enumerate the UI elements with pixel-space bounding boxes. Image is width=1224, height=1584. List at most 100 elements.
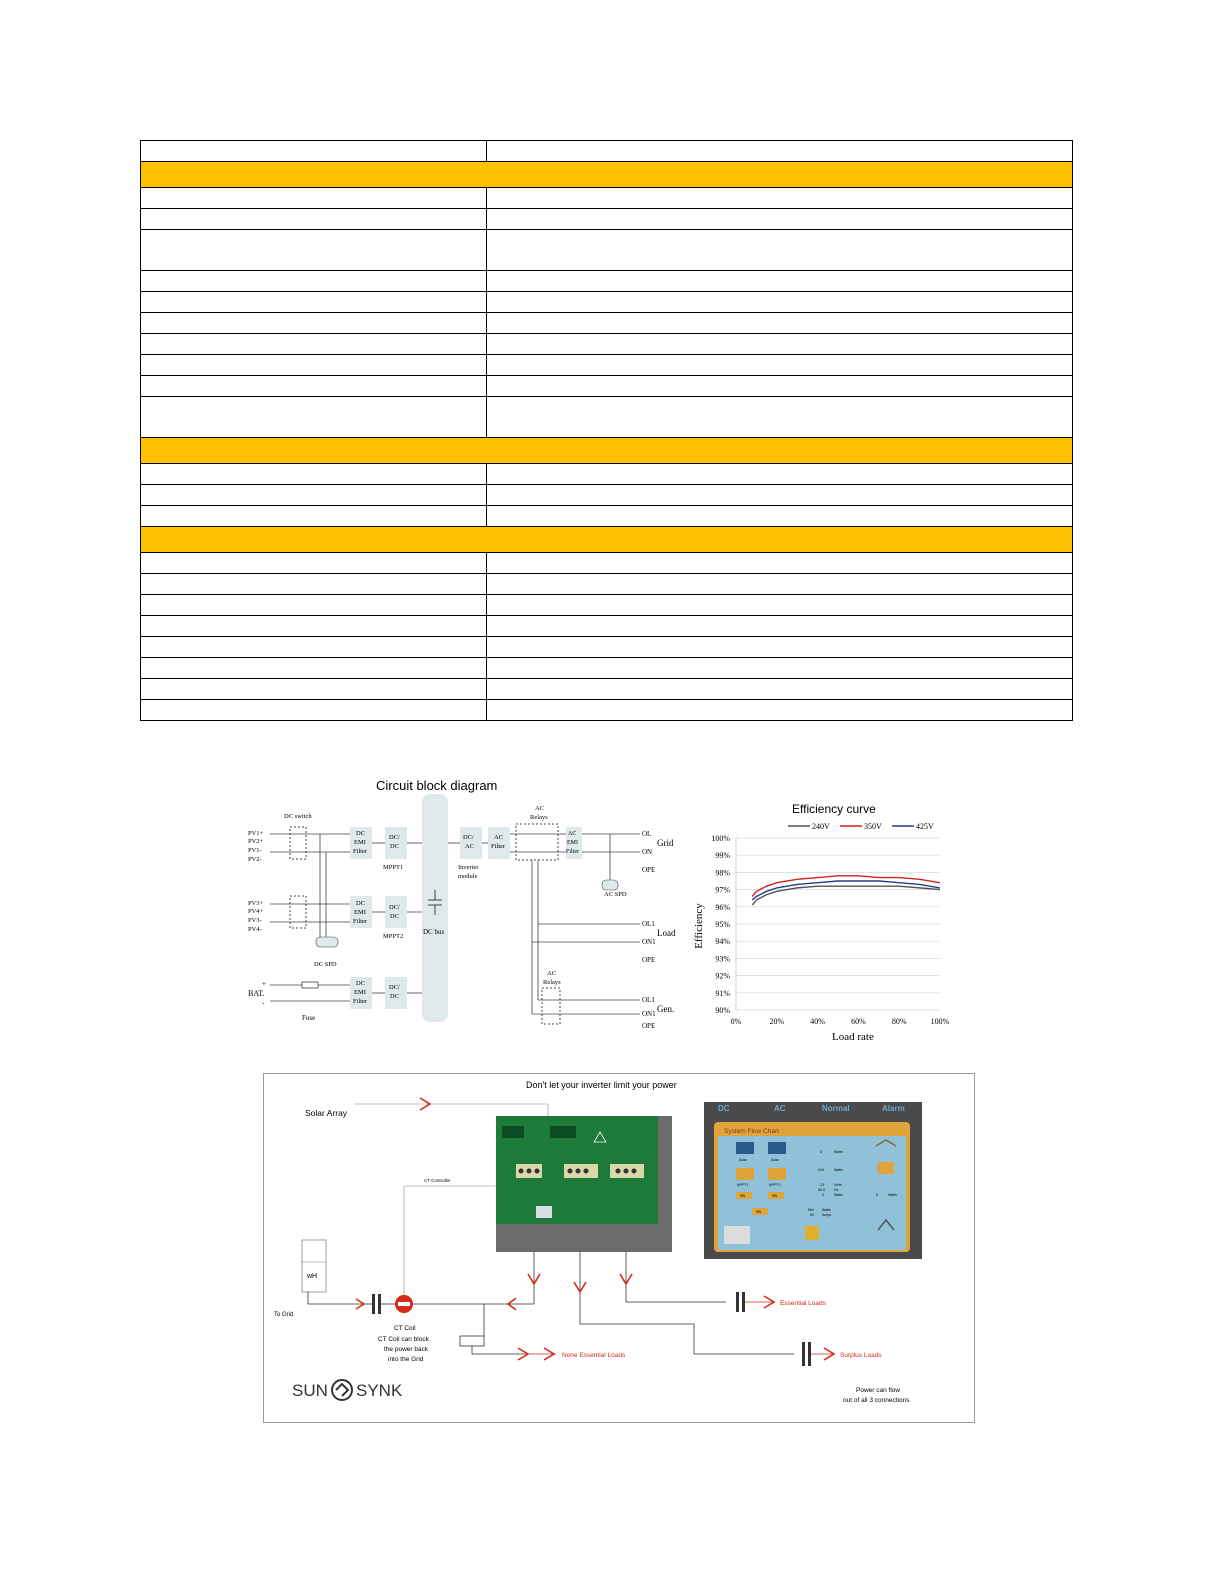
legend-label: 425V	[916, 822, 934, 831]
non-essential-switch	[459, 1335, 485, 1347]
dcdc-3a: DC/	[389, 984, 400, 991]
spec-row	[140, 354, 1073, 376]
output-arrow-2	[506, 1297, 517, 1311]
spec-row	[140, 573, 1073, 595]
bat-label: BAT.	[248, 989, 265, 998]
output-arrow-1	[527, 1273, 541, 1286]
series-line-240V	[751, 885, 941, 906]
load-ope: OPE	[642, 956, 655, 964]
wh-label: wH	[306, 1273, 317, 1280]
screen-mppt1: MPPT1	[737, 1183, 749, 1187]
spec-value-cell	[486, 375, 1073, 397]
section-cell	[140, 437, 1073, 464]
ac-relays-b: Relays	[530, 814, 548, 821]
grid-ope: OPE	[642, 866, 655, 874]
x-tick-label: 80%	[892, 1017, 907, 1026]
dc-spd-label: DC SPD	[314, 961, 337, 968]
spec-value-cell	[486, 678, 1073, 700]
grid-tower-icon	[875, 1139, 897, 1147]
ac-emi-filter	[566, 827, 582, 859]
ac-filter-b: Filter	[491, 843, 506, 850]
ct-note-2: the power back	[384, 1346, 429, 1353]
screen-0w-3: 0W	[756, 1210, 762, 1214]
spec-label-cell	[140, 463, 487, 485]
spec-label-cell	[140, 594, 487, 616]
bat-minus: -	[262, 999, 265, 1007]
non-essential-arrow-2	[543, 1347, 556, 1361]
screen-normal: Normal	[822, 1104, 850, 1113]
gen-relays-b: Relays	[543, 979, 561, 986]
spec-row	[140, 463, 1073, 485]
ac-relays-a: AC	[535, 805, 544, 812]
essential-breaker	[736, 1292, 739, 1312]
spec-row	[140, 333, 1073, 355]
spec-label-cell	[140, 270, 487, 292]
spec-value-cell	[486, 573, 1073, 595]
gen-ol1: OL1	[642, 996, 655, 1004]
circuit-block-diagram: Circuit block diagram DC bus DC switch P…	[248, 778, 676, 1030]
grid-ol: OL	[642, 830, 651, 838]
spec-row	[140, 657, 1073, 679]
ac-emi-a: AC	[568, 831, 576, 837]
y-tick-label: 97%	[715, 886, 730, 895]
surplus-arrow-icon	[823, 1347, 836, 1361]
essential-loads-label: Essential Loads	[780, 1300, 827, 1307]
spec-label-cell	[140, 140, 487, 162]
dc-emi-1a: DC	[356, 830, 365, 837]
spec-row	[140, 594, 1073, 616]
screen-0w-1: 0W	[740, 1194, 746, 1198]
spec-row	[140, 678, 1073, 700]
flow-title: Don't let your inverter limit your power	[526, 1080, 677, 1090]
legend-label: 350V	[864, 822, 882, 831]
spec-row	[140, 636, 1073, 658]
x-tick-label: 100%	[931, 1017, 950, 1026]
pv4p-label: PV4+	[248, 908, 264, 915]
mppt2-label: MPPT2	[383, 933, 403, 940]
non-essential-arrow-1	[517, 1347, 530, 1361]
spec-row	[140, 312, 1073, 334]
y-axis-ticks: 90%91%92%93%94%95%96%97%98%99%100%	[711, 834, 730, 1015]
x-axis-label: Load rate	[832, 1031, 874, 1043]
y-tick-label: 93%	[715, 954, 730, 963]
ct-note-1: CT Coil can block	[378, 1336, 430, 1343]
dcac-a: DC/	[463, 834, 474, 841]
spec-label-cell	[140, 573, 487, 595]
screen-watts-5: Watts	[888, 1193, 897, 1197]
screen-watts-4: Watts	[822, 1208, 831, 1212]
screen-hz: Hz	[834, 1188, 839, 1192]
spec-section-row	[140, 161, 1073, 188]
screen-solar-2: Solar	[771, 1158, 780, 1162]
fuse-label: Fuse	[302, 1014, 315, 1022]
y-tick-label: 95%	[715, 920, 730, 929]
sunsynk-logo-icon	[331, 1379, 353, 1401]
dc-emi-filter-3	[350, 977, 372, 1009]
inverter-module-b: module	[458, 873, 478, 880]
inverter-screen-icon	[805, 1226, 819, 1240]
spec-value-cell	[486, 140, 1073, 162]
chart-series	[751, 875, 941, 906]
y-tick-label: 91%	[715, 989, 730, 998]
output-arrow-4	[619, 1273, 633, 1286]
screen-mppt2: MPPT2	[769, 1183, 781, 1187]
y-tick-label: 94%	[715, 937, 730, 946]
surplus-loads-label: Surplus Loads	[840, 1352, 882, 1359]
spec-label-cell	[140, 208, 487, 230]
grid-on: ON	[642, 848, 652, 856]
x-tick-label: 0%	[731, 1017, 742, 1026]
spec-label-cell	[140, 375, 487, 397]
pv4m-label: PV4-	[248, 926, 262, 933]
screen-watts-2: Watts	[834, 1168, 843, 1172]
gen-on1: ON1	[642, 1010, 656, 1018]
dc-emi-1b: EMI	[354, 839, 366, 846]
gen-relays-box	[541, 987, 561, 1025]
spec-section-row	[140, 526, 1073, 553]
spec-value-cell	[486, 699, 1073, 721]
wh-meter	[301, 1239, 327, 1293]
screen-system-flow: System Flow Chart	[724, 1128, 779, 1135]
chart-grid	[735, 837, 940, 1011]
logo-sun: SUN	[292, 1381, 328, 1400]
screen-50: 50.0	[818, 1188, 825, 1192]
ac-spd-label: AC SPD	[604, 891, 627, 898]
spec-table	[140, 140, 1073, 721]
spec-label-cell	[140, 615, 487, 637]
